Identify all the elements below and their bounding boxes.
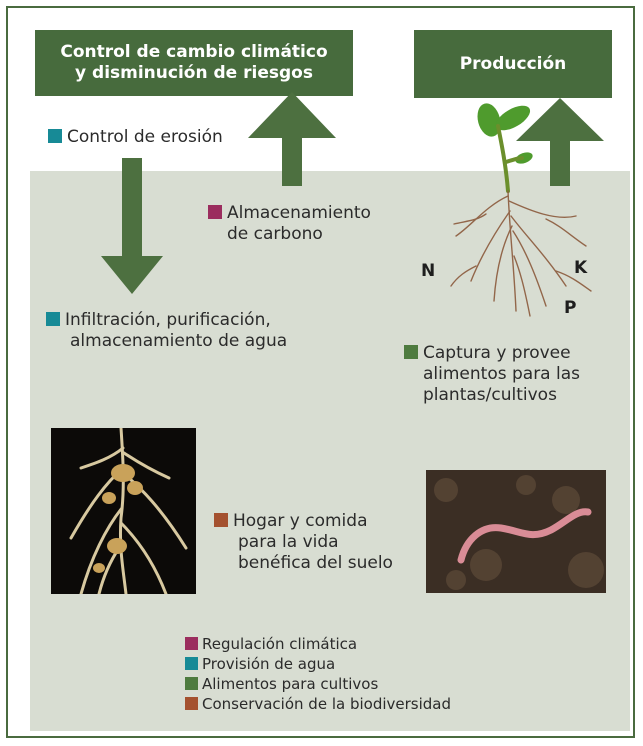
nitrogen-label: N xyxy=(421,261,436,281)
climate-control-header: Control de cambio climático y disminució… xyxy=(35,30,353,96)
legend-swatch xyxy=(185,677,198,690)
erosion-label-text: Control de erosión xyxy=(67,127,223,147)
climate-color-marker xyxy=(208,205,222,219)
legend-swatch xyxy=(185,657,198,670)
erosion-down-arrow xyxy=(101,158,163,294)
legend-label: Alimentos para cultivos xyxy=(202,675,379,693)
water-label-line-1: Infiltración, purificación, xyxy=(65,310,271,330)
diagram-frame: Control de cambio climático y disminució… xyxy=(6,6,635,738)
food-label-line-2: alimentos para las xyxy=(423,364,581,384)
climate-header-line-2: y disminución de riesgos xyxy=(75,63,313,83)
food-label-line-3: plantas/cultivos xyxy=(423,385,557,405)
habitat-label-line-2: para la vida xyxy=(238,532,339,552)
production-up-arrow xyxy=(516,98,604,186)
legend-item: Conservación de la biodiversidad xyxy=(185,694,451,714)
earthworm-photo xyxy=(426,470,606,593)
potassium-label: K xyxy=(574,258,588,278)
arrows-layer xyxy=(101,92,604,294)
plant-stem xyxy=(496,124,524,193)
water-color-marker xyxy=(46,312,60,326)
root-nodules-photo xyxy=(51,428,196,594)
legend-label: Regulación climática xyxy=(202,635,358,653)
plant-roots-illustration xyxy=(450,103,592,317)
plant-leaves xyxy=(477,103,533,164)
water-infiltration-label: Infiltración, purificación, almacenamien… xyxy=(46,310,287,352)
production-header: Producción xyxy=(414,30,612,98)
carbon-storage-label: Almacenamiento de carbono xyxy=(208,203,371,245)
nutrient-capture-label: Captura y provee alimentos para las plan… xyxy=(404,343,580,406)
carbon-label-line-1: Almacenamiento xyxy=(227,203,371,223)
food-color-marker xyxy=(404,345,418,359)
legend-label: Provisión de agua xyxy=(202,655,336,673)
production-header-text: Producción xyxy=(459,53,567,74)
soil-habitat-label: Hogar y comida para la vida benéfica del… xyxy=(214,511,393,574)
food-label-line-1: Captura y provee xyxy=(423,343,571,363)
earthworm-drawing xyxy=(434,475,604,590)
legend-label: Conservación de la biodiversidad xyxy=(202,695,451,713)
habitat-label-line-1: Hogar y comida xyxy=(233,511,368,531)
legend: Regulación climática Provisión de agua A… xyxy=(185,634,451,714)
climate-header-line-1: Control de cambio climático xyxy=(60,42,328,62)
phosphorus-label: P xyxy=(564,298,577,318)
legend-swatch xyxy=(185,697,198,710)
carbon-label-line-2: de carbono xyxy=(227,224,323,244)
water-label-line-2: almacenamiento de agua xyxy=(70,331,288,351)
water-color-marker xyxy=(48,129,62,143)
legend-item: Regulación climática xyxy=(185,634,451,654)
legend-item: Alimentos para cultivos xyxy=(185,674,451,694)
carbon-up-arrow xyxy=(248,92,336,186)
biodiversity-color-marker xyxy=(214,513,228,527)
habitat-label-line-3: benéfica del suelo xyxy=(238,553,393,573)
legend-item: Provisión de agua xyxy=(185,654,451,674)
legend-swatch xyxy=(185,637,198,650)
earthworm xyxy=(457,508,592,564)
root-system xyxy=(450,190,592,317)
root-nodules-drawing xyxy=(69,428,188,594)
erosion-label: Control de erosión xyxy=(48,127,223,148)
